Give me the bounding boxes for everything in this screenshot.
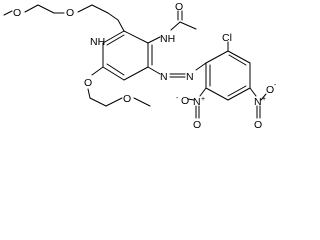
amide-nh: NH: [160, 33, 175, 45]
bond-lines: [3, 4, 267, 119]
nitro-oxygen-1: O: [193, 119, 201, 131]
azo-nitrogen-2: N: [186, 71, 194, 83]
chlorine-atom: Cl: [222, 32, 232, 44]
nitro-o2-minus-charge: -: [274, 82, 277, 89]
azo-nitrogen-1: N: [160, 71, 168, 83]
ether-oxygen-1: O: [66, 7, 74, 19]
atom-labels: O O NH NH O O O N N Cl N + O - O N + O -…: [13, 1, 277, 131]
methoxy-oxygen-2: O: [123, 93, 131, 105]
nitro-nitrogen-2: N: [254, 96, 262, 108]
amine-nh: NH: [90, 36, 105, 48]
nitro-oxygen-minus-2: O: [266, 84, 274, 96]
ring-ether-oxygen: O: [84, 77, 92, 89]
nitro-n1-plus-charge: +: [201, 96, 205, 103]
nitro-n2-plus-charge: +: [262, 96, 266, 103]
nitro-oxygen-2: O: [254, 119, 262, 131]
nitro-o1-minus-charge: -: [176, 95, 179, 102]
carbonyl-oxygen: O: [175, 1, 183, 13]
nitro-nitrogen-1: N: [193, 96, 201, 108]
methoxy-oxygen-1: O: [13, 7, 21, 19]
chemical-structure-diagram: O O NH NH O O O N N Cl N + O - O N + O -…: [3, 1, 277, 131]
nitro-oxygen-minus-1: O: [181, 95, 189, 107]
